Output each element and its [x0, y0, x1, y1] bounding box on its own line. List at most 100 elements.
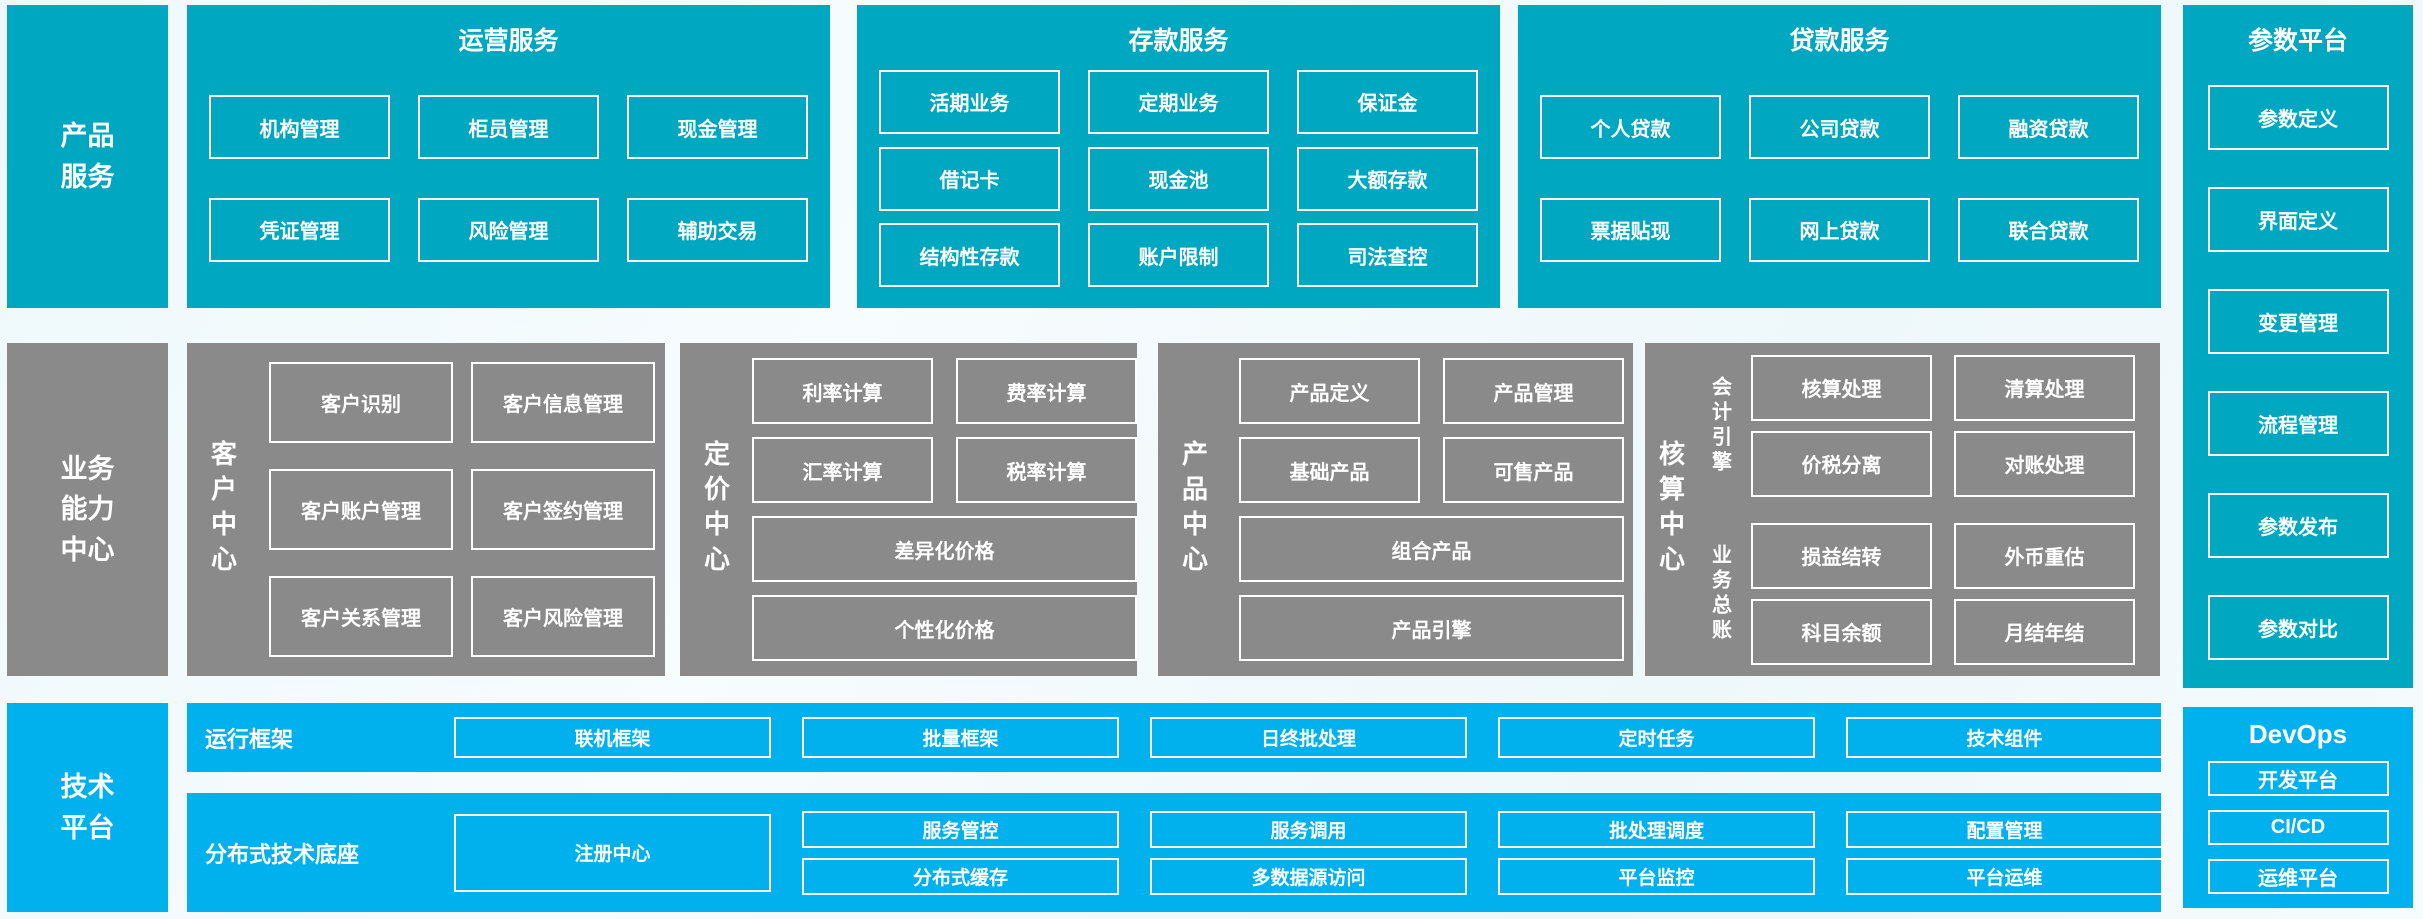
diagram-box: 可售产品 [1443, 437, 1624, 503]
diagram-box: 联机框架 [454, 717, 771, 758]
block-runtime-framework: 运行框架 联机框架批量框架日终批处理定时任务技术组件 [187, 703, 2163, 772]
center-vertical-label-wrap: 客户中心 [187, 343, 259, 676]
diagram-box: 日终批处理 [1150, 717, 1467, 758]
diagram-box: 定时任务 [1498, 717, 1815, 758]
diagram-box: 价税分离 [1751, 430, 1932, 497]
diagram-box: 基础产品 [1239, 437, 1420, 503]
diagram-box: 科目余额 [1751, 598, 1932, 665]
service-box-row: 机构管理柜员管理现金管理 [187, 95, 830, 160]
band-label: 分布式技术底座 [205, 841, 360, 867]
parameter-box-list: 参数定义界面定义变更管理流程管理参数发布参数对比 [2183, 85, 2413, 660]
registry-center-box: 注册中心 [454, 813, 771, 892]
center-vertical-label-wrap: 定价中心 [680, 343, 752, 676]
block-title: 运营服务 [458, 27, 559, 55]
service-box-grid: 机构管理柜员管理现金管理凭证管理风险管理辅助交易 [187, 57, 830, 308]
diagram-box: 联合贷款 [1958, 197, 2139, 262]
service-box-grid: 活期业务定期业务保证金借记卡现金池大额存款结构性存款账户限制司法查控 [857, 57, 1500, 308]
diagram-box: 产品管理 [1443, 358, 1624, 424]
diagram-box: 柜员管理 [418, 95, 599, 160]
diagram-box: 客户风险管理 [471, 576, 655, 657]
block-title: 存款服务 [1128, 27, 1229, 55]
diagram-box: 机构管理 [209, 95, 390, 160]
block-loan-services: 贷款服务 个人贷款公司贷款融资贷款票据贴现网上贷款联合贷款 [1518, 5, 2161, 308]
diagram-box: 服务调用 [1150, 810, 1467, 848]
diagram-box: 客户账户管理 [269, 469, 453, 550]
center-vertical-label: 定价中心 [700, 439, 731, 580]
diagram-box: 客户签约管理 [471, 469, 655, 550]
diagram-box: 客户关系管理 [269, 576, 453, 657]
diagram-box: 保证金 [1297, 69, 1478, 134]
service-box-row: 凭证管理风险管理辅助交易 [187, 197, 830, 262]
diagram-box: 借记卡 [879, 146, 1060, 211]
block-title: 贷款服务 [1789, 27, 1890, 55]
distributed-box-grid: 服务管控分布式缓存服务调用多数据源访问批处理调度平台监控配置管理平台运维 [802, 810, 2163, 895]
capability-box-grid: 产品定义产品管理基础产品可售产品组合产品产品引擎 [1230, 343, 1633, 676]
subgroup-box-grid: 核算处理清算处理价税分离对账处理 [1751, 354, 2135, 497]
diagram-box: 参数对比 [2207, 595, 2389, 660]
accounting-group: 业务总账损益结转外币重估科目余额月结年结 [1697, 522, 2160, 665]
diagram-box: 多数据源访问 [1150, 857, 1467, 895]
diagram-box: 流程管理 [2207, 391, 2389, 456]
center-vertical-label: 产品中心 [1178, 439, 1209, 580]
subgroup-box-grid: 损益结转外币重估科目余额月结年结 [1751, 522, 2135, 665]
diagram-box: 参数发布 [2207, 493, 2389, 558]
diagram-box: 利率计算 [752, 358, 933, 424]
side-label-business-capability-center: 业务能力中心 [7, 343, 168, 676]
diagram-box: 清算处理 [1954, 354, 2135, 421]
runtime-box-row: 联机框架批量框架日终批处理定时任务技术组件 [454, 717, 2163, 758]
diagram-box: 界面定义 [2207, 187, 2389, 252]
block-product-center: 产品中心产品定义产品管理基础产品可售产品组合产品产品引擎 [1158, 343, 1633, 676]
side-label-line: 中心 [60, 534, 115, 565]
diagram-box: 活期业务 [879, 69, 1060, 134]
center-vertical-label: 客户中心 [207, 439, 238, 580]
distributed-box-column: 配置管理平台运维 [1846, 810, 2163, 895]
service-box-row: 票据贴现网上贷款联合贷款 [1518, 197, 2161, 262]
band-label: 运行框架 [205, 726, 294, 752]
diagram-box: 运维平台 [2207, 859, 2389, 894]
block-operation-services: 运营服务 机构管理柜员管理现金管理凭证管理风险管理辅助交易 [187, 5, 830, 308]
diagram-box: 司法查控 [1297, 223, 1478, 288]
diagram-box: 核算处理 [1751, 354, 1932, 421]
block-deposit-services: 存款服务 活期业务定期业务保证金借记卡现金池大额存款结构性存款账户限制司法查控 [857, 5, 1500, 308]
distributed-box-column: 批处理调度平台监控 [1498, 810, 1815, 895]
distributed-box-column: 服务调用多数据源访问 [1150, 810, 1467, 895]
diagram-box: 汇率计算 [752, 437, 933, 503]
side-label-line: 服务 [60, 161, 115, 192]
diagram-box: 风险管理 [418, 197, 599, 262]
side-label-line: 平台 [60, 812, 115, 843]
diagram-box: 融资贷款 [1958, 95, 2139, 160]
center-vertical-label-wrap: 核算中心 [1645, 343, 1697, 676]
side-label-line: 技术 [60, 772, 115, 802]
diagram-box: 网上贷款 [1749, 197, 1930, 262]
diagram-box: 平台运维 [1846, 857, 2163, 895]
diagram-box: 开发平台 [2207, 761, 2389, 796]
diagram-box: 客户识别 [269, 362, 453, 443]
block-pricing-center: 定价中心利率计算费率计算汇率计算税率计算差异化价格个性化价格 [680, 343, 1137, 676]
center-vertical-label: 核算中心 [1655, 439, 1686, 580]
side-label-product-services: 产品服务 [7, 5, 168, 308]
block-distributed-tech-base: 分布式技术底座 注册中心 服务管控分布式缓存服务调用多数据源访问批处理调度平台监… [187, 793, 2163, 912]
diagram-box-full-width: 产品引擎 [1239, 595, 1624, 661]
diagram-box: 批量框架 [802, 717, 1119, 758]
diagram-box: 税率计算 [956, 437, 1137, 503]
diagram-box: 平台监控 [1498, 857, 1815, 895]
service-box-grid: 个人贷款公司贷款融资贷款票据贴现网上贷款联合贷款 [1518, 57, 2161, 308]
diagram-box: 技术组件 [1846, 717, 2163, 758]
subgroup-vertical-label-wrap: 业务总账 [1697, 544, 1743, 644]
diagram-box: 分布式缓存 [802, 857, 1119, 895]
capability-box-grid: 利率计算费率计算汇率计算税率计算差异化价格个性化价格 [752, 343, 1137, 676]
diagram-box: 票据贴现 [1540, 197, 1721, 262]
diagram-box-full-width: 组合产品 [1239, 516, 1624, 582]
side-label-line: 产品 [60, 121, 115, 151]
diagram-box-full-width: 差异化价格 [752, 516, 1137, 582]
side-label-tech-platform: 技术平台 [7, 703, 168, 912]
side-label-line: 能力 [60, 494, 115, 525]
block-customer-center: 客户中心客户识别客户信息管理客户账户管理客户签约管理客户关系管理客户风险管理 [187, 343, 665, 676]
service-box-row: 个人贷款公司贷款融资贷款 [1518, 95, 2161, 160]
diagram-box: 结构性存款 [879, 223, 1060, 288]
diagram-box: 费率计算 [956, 358, 1137, 424]
capability-box-grid: 客户识别客户信息管理客户账户管理客户签约管理客户关系管理客户风险管理 [259, 343, 665, 676]
